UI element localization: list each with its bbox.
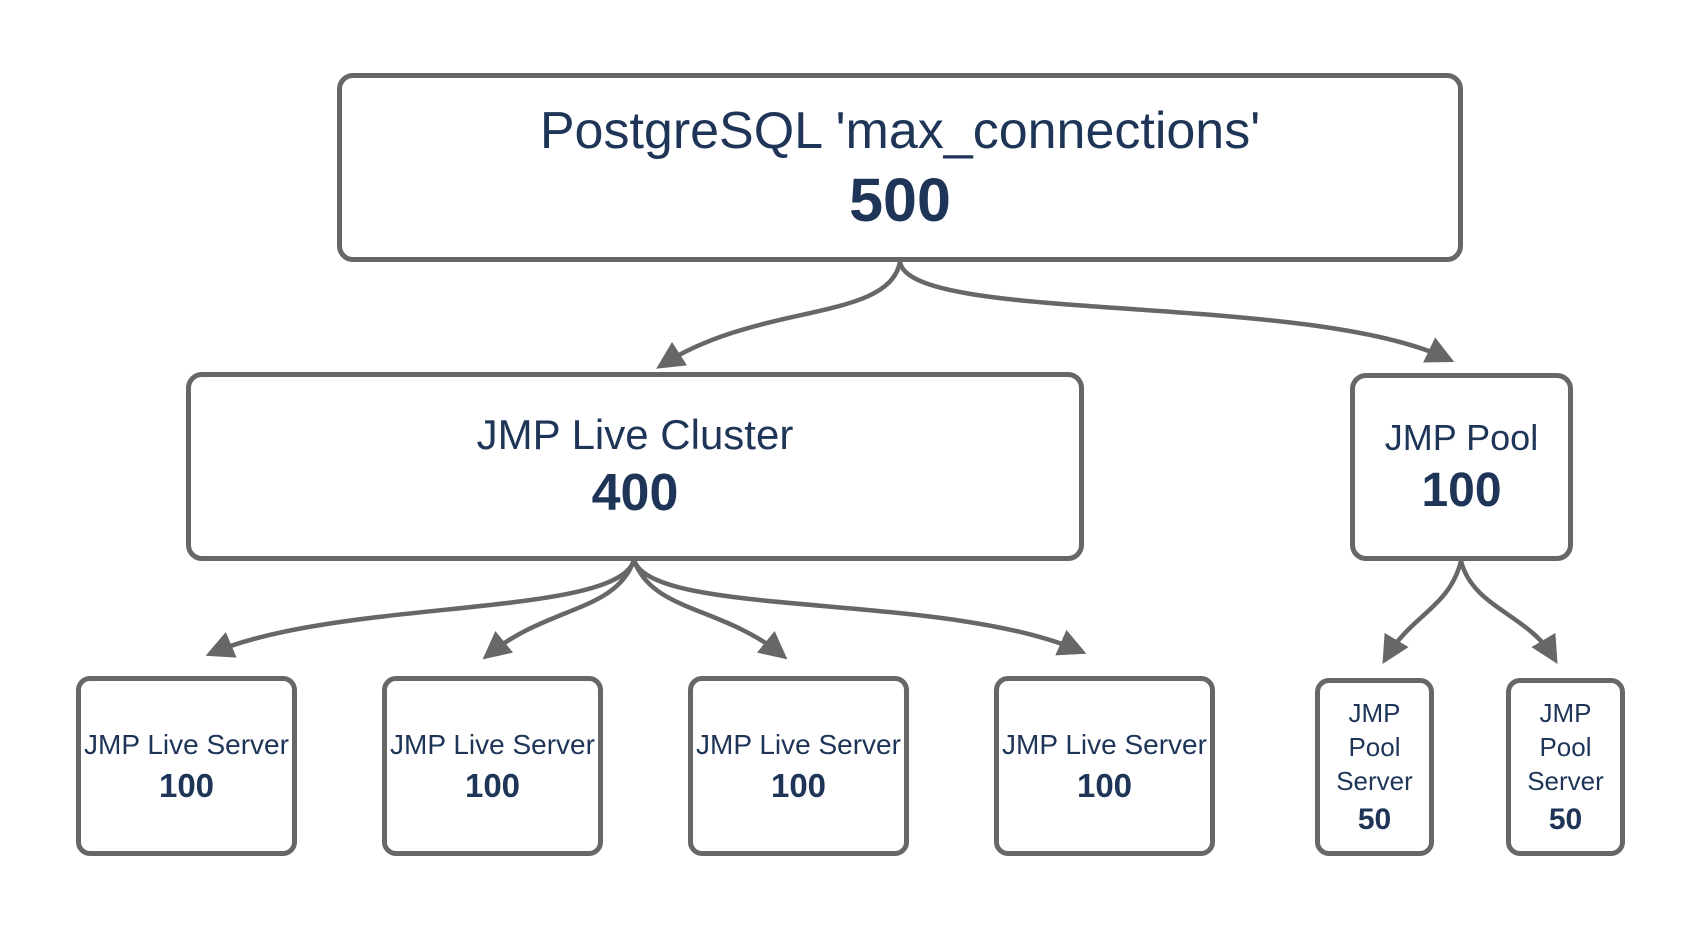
node-value: 50 [1357, 802, 1392, 836]
node-value: 100 [770, 767, 827, 805]
edge-cluster-server4 [631, 559, 1087, 656]
node-jmp-live-server-4: JMP Live Server 100 [994, 676, 1215, 856]
edge-root-cluster [656, 261, 903, 369]
node-label: JMP Pool Server [1336, 698, 1413, 796]
node-jmp-live-server-2: JMP Live Server 100 [382, 676, 603, 856]
node-value: 100 [158, 767, 215, 805]
node-jmp-live-server-1: JMP Live Server 100 [76, 676, 297, 856]
node-postgresql-max-connections: PostgreSQL 'max_connections' 500 [337, 73, 1463, 262]
edge-root-pool [897, 261, 1455, 363]
node-label: JMP Live Server [390, 728, 595, 760]
node-value: 50 [1548, 802, 1583, 836]
node-label: JMP Live Cluster [476, 410, 794, 458]
node-value: 500 [849, 165, 951, 234]
node-jmp-pool-server-1: JMP Pool Server 50 [1315, 678, 1434, 856]
node-label: JMP Live Server [696, 728, 901, 760]
edge-cluster-server3 [631, 559, 788, 660]
node-jmp-live-cluster: JMP Live Cluster 400 [186, 372, 1084, 561]
node-value: 100 [464, 767, 521, 805]
node-value: 100 [1421, 463, 1502, 517]
edge-cluster-server2 [482, 559, 637, 660]
node-label: JMP Pool Server [1527, 698, 1604, 796]
edge-cluster-server1 [205, 559, 637, 658]
node-jmp-pool-server-2: JMP Pool Server 50 [1506, 678, 1625, 856]
node-value: 100 [1076, 767, 1133, 805]
edge-pool-poolserver2 [1458, 560, 1558, 665]
node-label: JMP Live Server [1002, 728, 1207, 760]
node-jmp-pool: JMP Pool 100 [1350, 373, 1573, 561]
node-jmp-live-server-3: JMP Live Server 100 [688, 676, 909, 856]
node-label: JMP Pool [1384, 416, 1539, 458]
node-label: PostgreSQL 'max_connections' [539, 101, 1261, 160]
node-label: JMP Live Server [84, 728, 289, 760]
node-value: 400 [591, 463, 679, 522]
edge-pool-poolserver1 [1382, 560, 1464, 665]
